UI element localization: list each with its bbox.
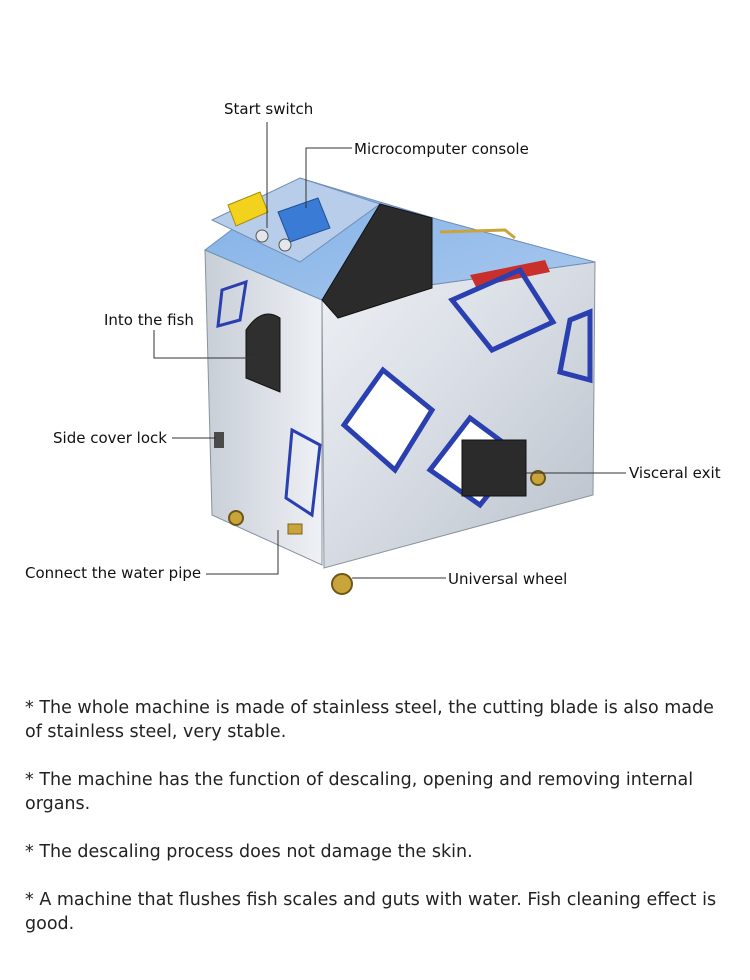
front-logo-diamond bbox=[340, 366, 436, 474]
warning-sticker bbox=[227, 191, 269, 227]
stop-switch-knob[interactable] bbox=[278, 238, 292, 252]
water-pipe-connector[interactable] bbox=[287, 523, 303, 535]
label-universal-wheel: Universal wheel bbox=[448, 570, 567, 588]
side-logo-mark bbox=[216, 279, 248, 329]
note-item: * The machine has the function of descal… bbox=[25, 770, 694, 814]
note-item: * A machine that flushes fish scales and… bbox=[25, 890, 717, 934]
label-connect-water-pipe: Connect the water pipe bbox=[25, 564, 201, 582]
feature-notes: * The whole machine is made of stainless… bbox=[25, 696, 725, 960]
universal-wheel-front bbox=[331, 573, 353, 595]
fish-inlet-opening bbox=[245, 313, 281, 393]
leader-water-pipe bbox=[206, 530, 279, 575]
label-side-cover-lock: Side cover lock bbox=[53, 429, 167, 447]
universal-wheel-back bbox=[228, 510, 244, 526]
side-logo-mark-lower bbox=[284, 427, 322, 518]
front-diamond-edge bbox=[557, 308, 593, 384]
side-cover-lock[interactable] bbox=[214, 432, 224, 448]
label-into-the-fish: Into the fish bbox=[104, 311, 194, 329]
top-water-pipe bbox=[439, 228, 516, 240]
universal-wheel-side bbox=[530, 470, 546, 486]
leader-microcomputer bbox=[305, 147, 352, 208]
note-item: * The descaling process does not damage … bbox=[25, 842, 473, 862]
fish-machine bbox=[204, 177, 596, 595]
machine-diagram: Start switch Microcomputer console Into … bbox=[25, 100, 721, 595]
label-microcomputer-console: Microcomputer console bbox=[354, 140, 529, 158]
label-start-switch: Start switch bbox=[224, 100, 313, 118]
leader-into-fish bbox=[153, 330, 254, 359]
front-diamond-upper bbox=[448, 266, 557, 354]
start-switch-knob[interactable] bbox=[255, 229, 269, 243]
label-visceral-exit: Visceral exit bbox=[629, 464, 721, 482]
hopper-chute bbox=[321, 203, 433, 319]
note-item: * The whole machine is made of stainless… bbox=[25, 698, 714, 742]
visceral-exit-door bbox=[461, 439, 527, 497]
microcomputer-screen bbox=[277, 197, 331, 243]
leader-lines bbox=[153, 122, 626, 579]
